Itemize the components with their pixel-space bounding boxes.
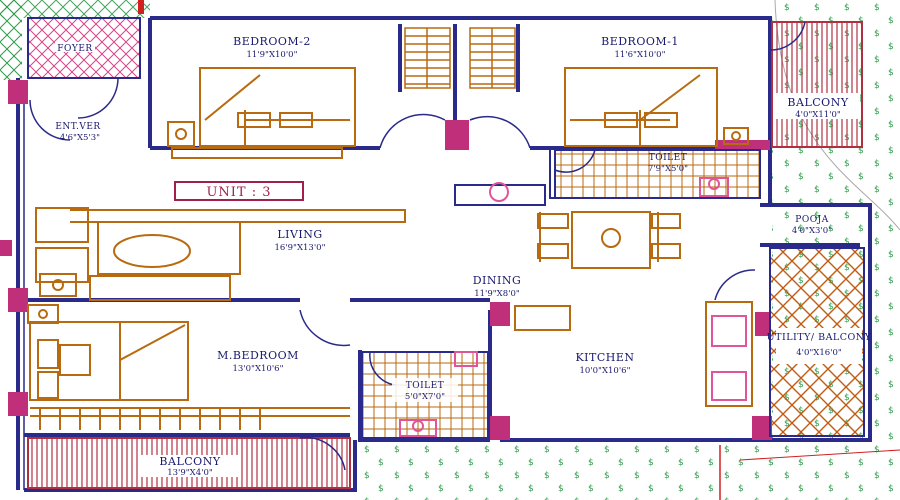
dim-toilet-bottom: 5'0"X7'0" [405,392,445,402]
dim-bedroom-1: 11'6"X10'0" [615,50,666,60]
balcony-top [771,21,863,148]
toilet-top-floor [554,149,761,199]
dim-balcony-top: 4'0"X11'0" [795,110,841,120]
dim-bedroom-2: 11'9"X10'0" [247,50,298,60]
balcony-bottom-label-bg [140,455,240,477]
dim-master-bedroom: 13'0"X10'6" [233,364,284,374]
label-balcony-top: BALCONY [787,96,848,109]
dim-dining: 11'9"X8'0" [474,289,520,299]
label-bedroom-1: BEDROOM-1 [601,35,679,48]
unit-label-box [174,181,304,201]
foyer [27,17,141,79]
dim-pooja: 4'0"X3'0" [792,226,832,236]
dim-toilet-top: 7'9"X5'0" [648,164,688,174]
label-pooja: POOJA [795,215,828,225]
furniture [27,67,753,430]
dim-balcony-bottom: 13'9"X4'0" [167,468,213,478]
label-ent-ver: ENT.VER [55,122,100,132]
toilet-fixtures [399,177,729,437]
label-master-bedroom: M.BEDROOM [217,349,299,362]
label-toilet-bottom: TOILET [406,381,445,391]
door-swings [29,21,806,471]
label-balcony-bottom: BALCONY [159,455,220,468]
label-kitchen: KITCHEN [575,351,634,364]
toilet-bottom-label-bg [392,378,458,402]
label-toilet-top: TOILET [649,153,688,163]
dim-kitchen: 10'0"X10'6" [580,366,631,376]
wardrobe-slats [404,27,516,89]
label-dining: DINING [473,274,522,287]
dim-living: 16'9"X13'0" [275,243,326,253]
utility-label-bg [776,328,862,364]
label-bedroom-2: BEDROOM-2 [233,35,311,48]
balcony-top-label-bg [776,93,860,119]
unit-label: UNIT : 3 [206,185,271,200]
label-utility: UTILITY/ BALCONY [767,332,872,343]
label-living: LIVING [277,228,322,241]
dim-utility: 4'0"X16'0" [796,348,842,358]
dim-ent-ver: 4'6"X5'3" [60,133,100,143]
label-foyer: FOYER [57,44,92,54]
